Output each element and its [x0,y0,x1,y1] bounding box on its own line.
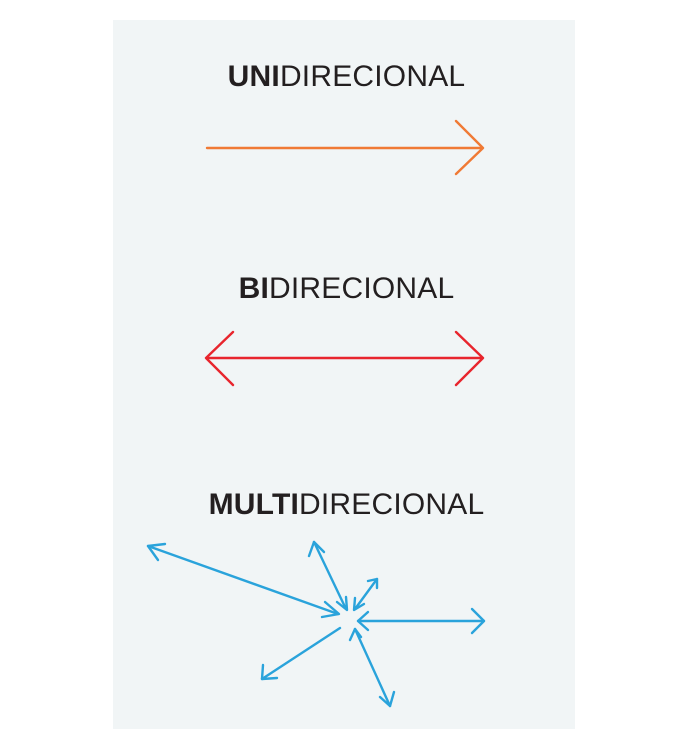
unidirectional-arrow [205,119,485,176]
multidirectional-arrows [146,540,486,708]
heading-unidirecional: UNIDIRECIONAL [0,60,693,94]
heading-prefix: MULTI [208,488,300,521]
arrow-up [307,540,349,612]
arrow-head-right [454,119,485,176]
bidirectional-arrow [204,330,485,387]
arrow-head-right [454,330,485,387]
heading-suffix: DIRECIONAL [269,272,455,305]
diagram-panel [113,20,575,729]
arrow-down-left [260,626,342,681]
heading-bidirecional: BIDIRECIONAL [0,272,693,306]
heading-suffix: DIRECIONAL [299,488,485,521]
arrow-right [356,607,486,635]
arrow-down-right [348,627,396,708]
heading-multidirecional: MULTIDIRECIONAL [0,488,693,522]
heading-prefix: UNI [227,60,280,93]
arrow-from-top-left [146,542,341,619]
heading-prefix: BI [238,272,270,305]
arrow-head-left [204,330,235,387]
heading-suffix: DIRECIONAL [279,60,466,93]
arrow-up-right-short [352,577,379,612]
